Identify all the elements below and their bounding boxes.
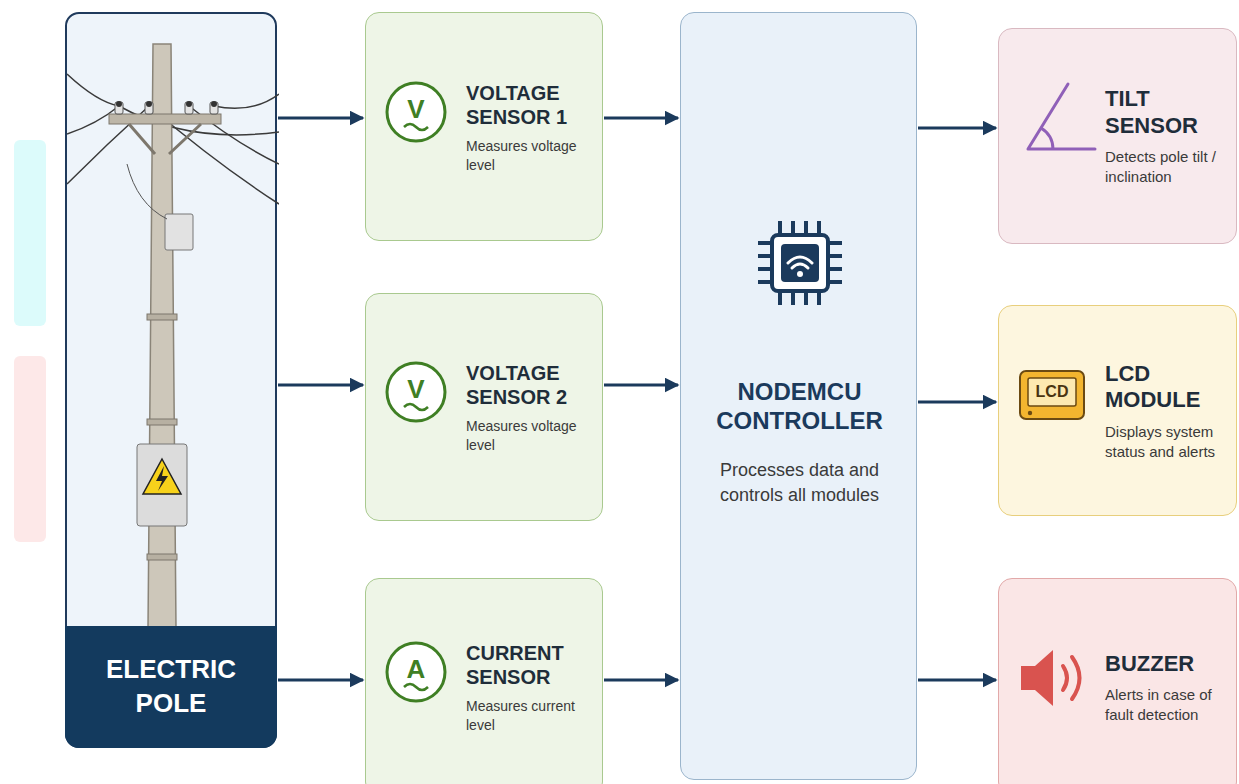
box-title: VOLTAGE SENSOR 2 <box>466 361 596 409</box>
text-column: BUZZER Alerts in case of fault detection <box>1105 579 1231 784</box>
lcd-box: LCD LCD MODULE Displays system status and … <box>998 305 1237 516</box>
flow-arrow <box>278 117 363 120</box>
tilt-icon <box>1013 79 1103 159</box>
ctrl-box: NODEMCU CONTROLLER Processes data and con… <box>680 12 917 780</box>
flow-arrow <box>604 679 678 682</box>
icon-letter: V <box>384 80 448 122</box>
pole-drawing <box>67 44 279 628</box>
sensor-box: V VOLTAGE SENSOR 2 Measures voltage level <box>365 293 603 521</box>
box-title: LCD MODULE <box>1105 361 1231 414</box>
flow-arrow <box>918 127 996 130</box>
flow-arrow <box>278 384 363 387</box>
chip-icon <box>750 213 850 313</box>
tilt-box: TILT SENSOR Detects pole tilt / inclinati… <box>998 28 1237 244</box>
text-column: NODEMCU CONTROLLER Processes data and con… <box>695 343 904 543</box>
flow-arrow <box>918 679 996 682</box>
box-title: NODEMCU CONTROLLER <box>695 378 904 436</box>
flow-arrow <box>604 384 678 387</box>
text-column: VOLTAGE SENSOR 1 Measures voltage level <box>466 13 596 242</box>
box-description: Measures voltage level <box>466 137 596 175</box>
icon-letter: V <box>384 360 448 402</box>
pole-illustration <box>67 14 279 628</box>
flow-arrow <box>918 401 996 404</box>
text-column: CURRENT SENSOR Measures current level <box>466 579 596 784</box>
text-column: LCD MODULE Displays system status and ale… <box>1105 306 1231 517</box>
box-description: Measures current level <box>466 697 596 735</box>
box-title: TILT SENSOR <box>1105 86 1231 139</box>
box-title: BUZZER <box>1105 651 1231 677</box>
box-title: VOLTAGE SENSOR 1 <box>466 81 596 129</box>
buzzer-box: BUZZER Alerts in case of fault detection <box>998 578 1237 784</box>
flow-arrow <box>278 679 363 682</box>
sensor-box: V VOLTAGE SENSOR 1 Measures voltage level <box>365 12 603 241</box>
decor-stripe <box>14 356 46 542</box>
box-description: Alerts in case of fault detection <box>1105 685 1231 726</box>
pole-box: ELECTRIC POLE <box>65 12 277 748</box>
box-description: Displays system status and alerts <box>1105 422 1231 463</box>
sensor-box: A CURRENT SENSOR Measures current level <box>365 578 603 784</box>
pole-label-band: ELECTRIC POLE <box>65 626 277 748</box>
speaker-icon <box>1013 638 1093 718</box>
icon-letter: A <box>384 640 448 682</box>
box-description: Processes data and controls all modules <box>720 458 880 508</box>
box-title: CURRENT SENSOR <box>466 641 596 689</box>
pole-label: ELECTRIC POLE <box>91 653 251 721</box>
icon-letter: LCD <box>1028 378 1076 406</box>
flow-arrow <box>604 117 678 120</box>
text-column: TILT SENSOR Detects pole tilt / inclinati… <box>1105 29 1231 245</box>
box-description: Measures voltage level <box>466 417 596 455</box>
box-description: Detects pole tilt / inclination <box>1105 147 1231 188</box>
decor-stripe <box>14 140 46 326</box>
text-column: VOLTAGE SENSOR 2 Measures voltage level <box>466 294 596 522</box>
